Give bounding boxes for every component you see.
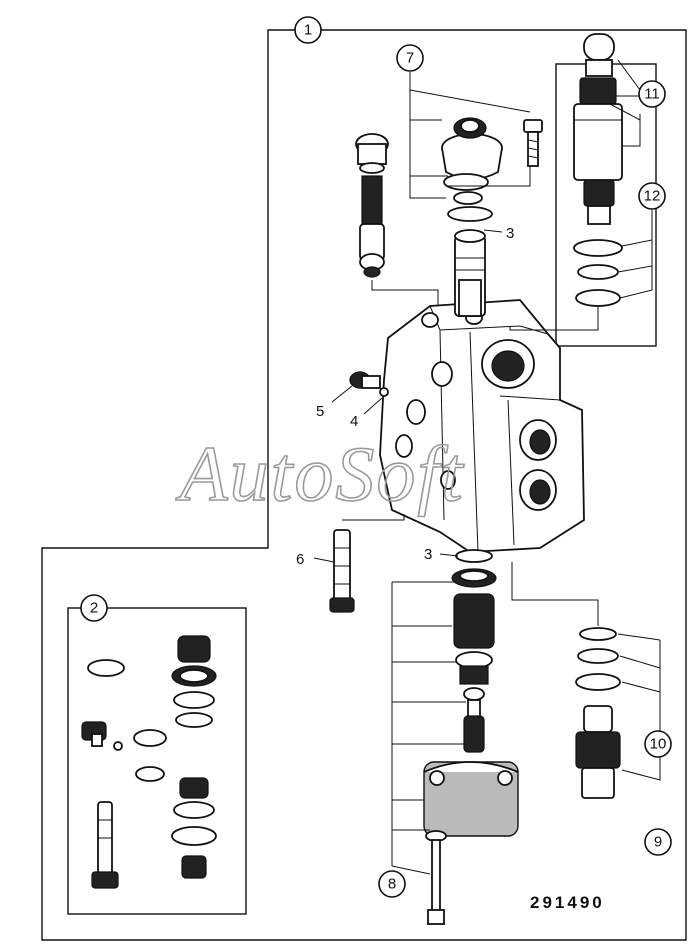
svg-text:9: 9: [654, 834, 662, 851]
seal-kit-parts: [81, 635, 217, 889]
valve-body: [379, 299, 585, 553]
lower-spring-stack: [423, 549, 519, 925]
check-valve-plunger: [355, 133, 389, 278]
end-cap-assembly-top: [441, 117, 543, 222]
figure-number: 291490: [530, 893, 605, 912]
label-6: 6: [296, 551, 304, 568]
callout-11: 11: [638, 80, 666, 108]
callout-8: 8: [378, 870, 406, 898]
svg-text:7: 7: [406, 50, 414, 67]
plug-and-ball: [349, 371, 389, 397]
assembly-boundary: [41, 29, 687, 941]
svg-text:1: 1: [304, 22, 312, 39]
callout-7: 7: [396, 44, 424, 72]
callout-9: 9: [644, 828, 672, 856]
svg-text:11: 11: [644, 86, 660, 103]
relief-valve-cartridge: [573, 33, 623, 307]
spool-6: [329, 529, 355, 613]
svg-text:10: 10: [650, 736, 667, 753]
load-check-valve: [575, 627, 621, 799]
svg-text:12: 12: [644, 188, 661, 205]
watermark-text: AutoSoft: [175, 430, 465, 517]
label-5: 5: [316, 403, 324, 420]
leader-lines: [313, 59, 661, 875]
main-spool-top: [454, 229, 486, 317]
callout-10: 10: [644, 730, 672, 758]
label-3-upper: 3: [506, 225, 514, 242]
label-4: 4: [350, 413, 358, 430]
svg-text:2: 2: [90, 600, 98, 617]
callout-2: 2: [80, 594, 108, 622]
callout-1: 1: [294, 16, 322, 44]
svg-text:8: 8: [388, 876, 396, 893]
seal-kit-boundary: [67, 607, 247, 915]
label-3-lower: 3: [424, 546, 432, 563]
callout-12: 12: [638, 182, 666, 210]
